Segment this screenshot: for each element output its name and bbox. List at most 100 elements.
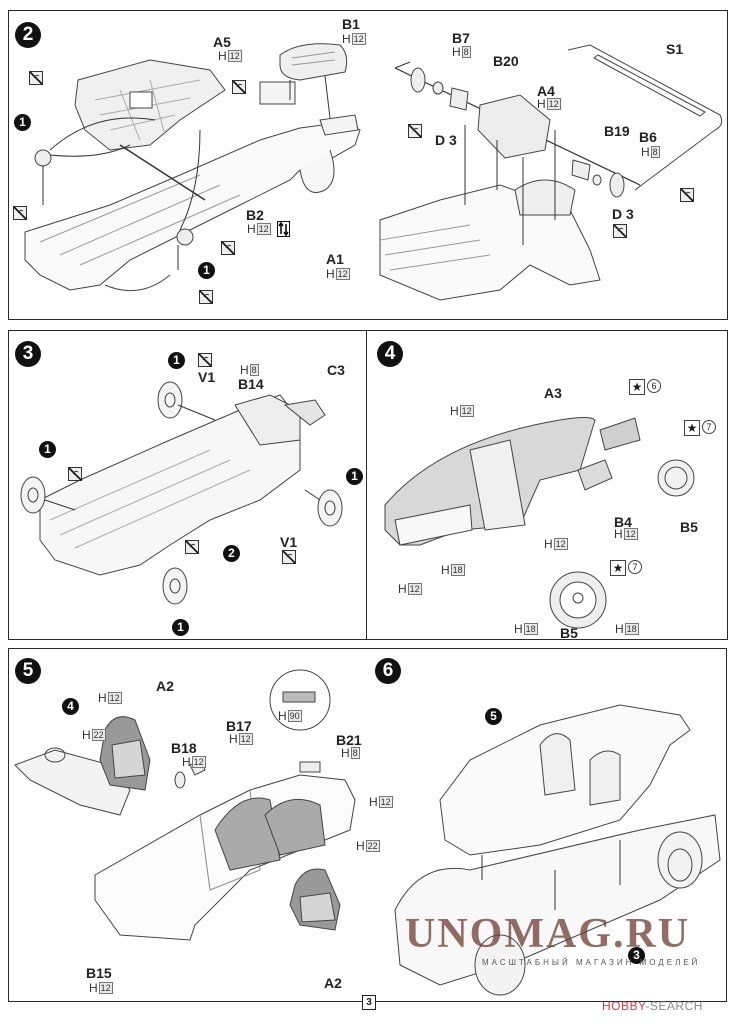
paint-number: 12 [335,268,350,280]
decal-star-icon: ★ [684,420,700,436]
logo-suffix: -SEARCH [645,999,703,1013]
part-label-b19: B19 [604,123,630,139]
wheel-assembly-ref: 1 [172,619,189,636]
paint-prefix: H [342,32,351,46]
part-label-v1: V1 [198,369,216,385]
paint-prefix: H [356,839,365,853]
paint-number: 12 [227,50,242,62]
step-number-badge: 2 [15,22,41,48]
paint-prefix: H [82,728,91,742]
paint-number: 12 [623,528,638,540]
wheel-assembly-ref: 1 [168,352,185,369]
cement-icon [199,290,213,304]
part-label-b17: B17 [226,718,252,734]
final-assembly [394,704,721,996]
paint-prefix: H [326,267,335,281]
part-label-b18: B18 [171,740,197,756]
part-label-b6: B6 [639,129,657,145]
decal-7: ★7 [684,420,716,436]
paint-number: 18 [523,623,538,635]
rear-axle-a4 [394,61,641,198]
paint-prefix: H [537,97,546,111]
step-number-badge: 4 [377,341,403,367]
fuel-tank-b1 [279,43,348,119]
interior-step-ref: 5 [485,708,502,725]
part-label-b14: B14 [238,376,264,392]
cement-icon [198,353,212,367]
decal-number: 6 [647,379,661,393]
paint-prefix: H [240,363,249,377]
part-label-s1: S1 [666,41,684,57]
paint-prefix: H [398,582,407,596]
watermark: UNOMAG.RU [405,911,691,957]
paint-prefix: H [341,746,350,760]
paint-number: 12 [378,796,393,808]
chassis-step-ref: 3 [628,947,645,964]
cement-icon [408,124,422,138]
paint-number: 12 [553,538,568,550]
paint-number: 12 [238,733,253,745]
wheel-assembly-ref: 1 [346,468,363,485]
decal-star-icon: ★ [610,560,626,576]
decal-6: ★6 [629,379,661,395]
paint-prefix: H [98,691,107,705]
wheel-assembly-ref: 1 [14,114,31,131]
paint-number: 22 [91,729,106,741]
part-label-a4: A4 [537,83,555,99]
part-label-b15: B15 [86,965,112,981]
decal-number: 7 [702,420,716,434]
decal-star-icon: ★ [629,379,645,395]
part-label-b5: B5 [560,625,578,641]
paint-number: 8 [249,364,259,376]
part-label-b5: B5 [680,519,698,535]
rolling-chassis [20,381,343,605]
dashboard-a3 [384,417,695,629]
paint-number: 12 [546,98,561,110]
part-label-a1: A1 [326,251,344,267]
cement-icon [613,224,627,238]
paint-prefix: H [89,981,98,995]
cement-icon [232,80,246,94]
part-label-a3: A3 [544,385,562,401]
part-label-a2: A2 [324,975,342,991]
cement-icon [13,206,27,220]
part-label-v1: V1 [280,534,298,550]
exhaust-s1 [567,44,723,191]
cement-icon [282,550,296,564]
paint-prefix: H [452,45,461,59]
paint-number: 12 [256,223,271,235]
watermark-subtitle: МАСШТАБНЫЙ МАГАЗИН МОДЕЛЕЙ [482,958,701,967]
paint-number: 18 [450,564,465,576]
paint-number: 8 [650,146,660,158]
step-number-badge: 5 [15,658,41,684]
paint-prefix: H [615,622,624,636]
paint-prefix: H [450,404,459,418]
paint-prefix: H [641,145,650,159]
suspension-b2 [34,117,206,270]
paint-number: 90 [287,710,302,722]
paint-prefix: H [229,732,238,746]
part-label-b2: B2 [246,207,264,223]
part-label-a2: A2 [156,678,174,694]
page-number: 3 [362,995,376,1010]
paint-number: 8 [461,46,471,58]
paint-number: 12 [191,756,206,768]
chassis-step-ref: 2 [223,545,240,562]
wheel-assembly-ref: 1 [39,441,56,458]
paint-number: 12 [351,33,366,45]
paint-prefix: H [182,755,191,769]
paint-prefix: H [614,527,623,541]
